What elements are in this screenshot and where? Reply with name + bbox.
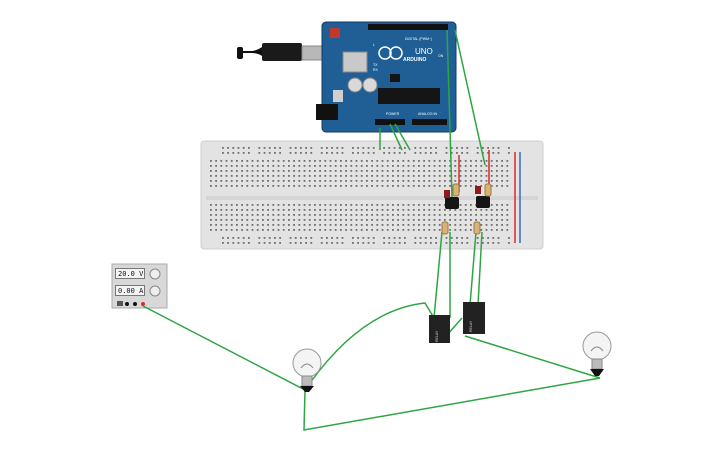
usb-port xyxy=(342,51,368,73)
relay-1[interactable] xyxy=(429,315,450,343)
breadboard[interactable] xyxy=(200,140,544,250)
voltage-knob[interactable] xyxy=(149,268,161,280)
resistors[interactable] xyxy=(441,183,492,235)
atmega-chip xyxy=(378,88,440,104)
terminal-positive[interactable] xyxy=(141,302,145,306)
current-display: 0.00 A xyxy=(115,285,145,296)
power-jack xyxy=(316,104,338,120)
analog-header xyxy=(412,119,447,125)
current-knob[interactable] xyxy=(149,285,161,297)
voltage-display: 20.0 V xyxy=(115,268,145,279)
arduino-logo-icon xyxy=(378,46,392,60)
reset-button[interactable] xyxy=(330,28,340,38)
breadboard-holes xyxy=(210,147,510,244)
light-bulb-right[interactable] xyxy=(582,331,612,376)
usb-cable[interactable] xyxy=(237,43,323,61)
relay-2[interactable] xyxy=(463,302,485,334)
light-bulb-left[interactable] xyxy=(292,348,322,392)
relay-1-label: RELAY xyxy=(435,330,439,342)
arduino-model-label: UNO xyxy=(415,47,433,56)
digital-pins-label: DIGITAL (PWM~) xyxy=(405,37,432,41)
arduino-brand-label: ARDUINO xyxy=(403,57,426,63)
arduino-uno-board[interactable] xyxy=(316,21,457,133)
on-led-label: ON xyxy=(438,54,444,58)
terminal-negative[interactable] xyxy=(125,302,129,306)
tx-label: TX xyxy=(373,63,378,67)
rx-label: RX xyxy=(373,68,379,72)
analog-pins-label: ANALOG IN xyxy=(418,112,438,116)
digital-header xyxy=(368,24,448,30)
relay-2-label: RELAY xyxy=(469,320,473,332)
power-pins-label: POWER xyxy=(386,112,400,116)
transistors[interactable] xyxy=(444,186,490,209)
l-led-label: L xyxy=(373,43,375,47)
power-header xyxy=(375,119,405,125)
wires[interactable] xyxy=(142,29,601,431)
